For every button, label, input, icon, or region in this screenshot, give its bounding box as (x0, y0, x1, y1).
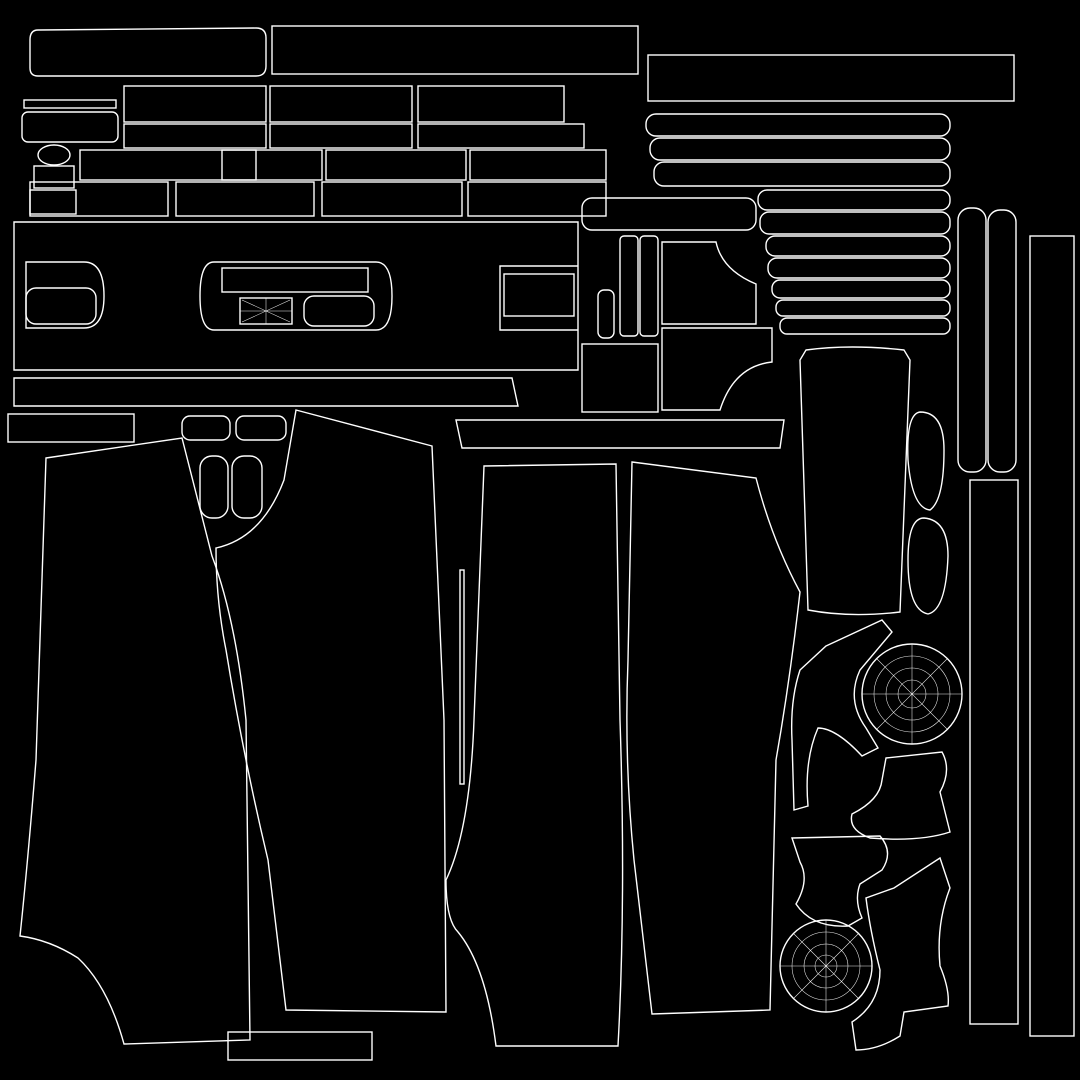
coin-pocket-ovals (907, 411, 949, 615)
label-strip (7, 413, 135, 443)
top-strip-rect (271, 25, 639, 75)
top-strip-rounded (29, 27, 267, 77)
bottom-small-strip (227, 1031, 373, 1061)
pocket-bag-upper (661, 241, 757, 325)
vertical-tubes (957, 207, 1017, 473)
pocket-narrow-strips (597, 235, 659, 339)
gusset-piece-1 (791, 619, 893, 811)
waist-segment-strip (455, 419, 785, 449)
hardware-row-1 (123, 85, 565, 123)
pocket-strip-long (581, 197, 757, 231)
back-pocket (799, 346, 911, 616)
hardware-row-2 (123, 123, 585, 149)
tube-stack (645, 113, 951, 335)
leg-panel-2 (215, 409, 447, 1013)
hardware-row-4 (29, 181, 607, 217)
gusset-piece-3 (791, 835, 889, 927)
right-long-strips (969, 235, 1075, 1037)
top-right-strip (647, 54, 1015, 102)
waistband-lower-strip (13, 377, 519, 407)
center-thin-line (459, 569, 465, 785)
round-disc-1 (861, 643, 963, 745)
waistband-panel (13, 221, 579, 371)
leg-panel-3 (445, 463, 624, 1047)
hardware-row-3 (79, 149, 607, 181)
gusset-piece-2 (850, 751, 951, 840)
leg-panel-1 (19, 437, 251, 1045)
hardware-cluster (21, 99, 119, 215)
belt-loop-pads (181, 415, 287, 519)
round-disc-2 (779, 919, 873, 1013)
pocket-bag-lower (581, 327, 773, 413)
gusset-piece-4 (851, 856, 951, 1051)
leg-panel-4 (626, 461, 801, 1015)
